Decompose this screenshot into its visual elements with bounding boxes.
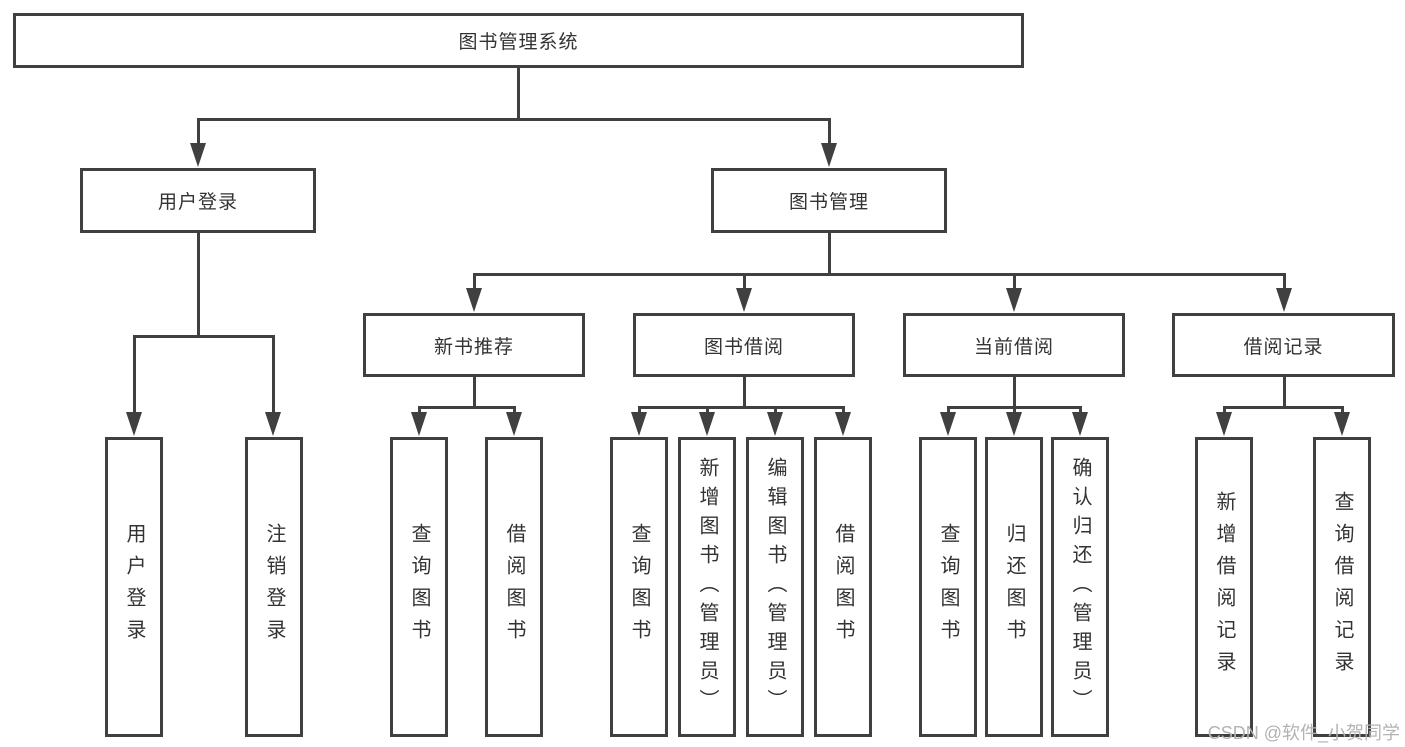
node-book-management: 图书管理 [711, 168, 947, 233]
connector-arrow-book-management [821, 118, 837, 167]
leaf-node-add-borrow-record-label: 新增借阅记录 [1213, 491, 1235, 683]
leaf-node-add-borrow-record: 新增借阅记录 [1195, 437, 1253, 737]
leaf-node-return-book-label: 归还图书 [1003, 523, 1025, 651]
connector-arrow-leaf-query-books-1 [411, 406, 427, 436]
connector-root-rail [197, 118, 831, 121]
csdn-watermark: CSDN @软件_小贺同学 [1207, 723, 1400, 743]
connector-arrow-user-login [190, 118, 206, 167]
leaf-node-edit-book-admin: 编辑图书（管理员） [746, 437, 804, 737]
node-current-borrow: 当前借阅 [903, 313, 1125, 377]
leaf-node-borrow-books-1: 借阅图书 [485, 437, 543, 737]
connector-arrow-leaf-edit-book [767, 406, 783, 436]
connector-arrow-leaf-query-books-2 [631, 406, 647, 436]
node-borrow-records-label: 借阅记录 [1243, 336, 1324, 358]
connector-current-borrow-stem [1012, 375, 1016, 409]
connector-arrow-leaf-query-books-3 [940, 406, 956, 436]
leaf-node-borrow-books-2: 借阅图书 [814, 437, 872, 737]
leaf-node-logout-label: 注销登录 [263, 523, 285, 651]
node-user-login-label: 用户登录 [157, 192, 238, 213]
node-book-borrow-label: 图书借阅 [703, 336, 784, 358]
leaf-node-query-borrow-record: 查询借阅记录 [1313, 437, 1371, 737]
leaf-node-query-books-1-label: 查询图书 [408, 523, 430, 651]
leaf-node-add-book-admin: 新增图书（管理员） [678, 437, 736, 737]
connector-arrow-leaf-add-book [699, 406, 715, 436]
connector-arrow-current-borrow [1006, 273, 1022, 312]
connector-book-borrow-stem [742, 375, 746, 409]
connector-book-management-stem [827, 231, 831, 276]
node-book-borrow: 图书借阅 [633, 313, 855, 377]
leaf-node-edit-book-admin-label: 编辑图书（管理员） [764, 456, 786, 718]
connector-arrow-book-borrow [736, 273, 752, 312]
connector-arrow-leaf-add-borrow-record [1216, 406, 1232, 436]
connector-arrow-leaf-user-login [126, 335, 142, 436]
leaf-node-borrow-books-1-label: 借阅图书 [503, 523, 525, 651]
leaf-node-user-login: 用户登录 [105, 437, 163, 737]
connector-book-management-rail [472, 273, 1286, 276]
leaf-node-query-books-3-label: 查询图书 [937, 523, 959, 651]
connector-user-login-stem [196, 231, 200, 338]
connector-book-borrow-rail [637, 406, 845, 409]
node-root: 图书管理系统 [13, 13, 1024, 68]
connector-new-book-recommend-stem [472, 375, 476, 409]
connector-user-login-rail [132, 335, 275, 338]
leaf-node-query-borrow-record-label: 查询借阅记录 [1331, 491, 1353, 683]
connector-new-book-recommend-rail [417, 406, 516, 409]
connector-arrow-leaf-return-book [1006, 406, 1022, 436]
connector-arrow-leaf-confirm-return [1072, 406, 1088, 436]
connector-arrow-leaf-logout [265, 335, 281, 436]
connector-borrow-records-stem [1282, 375, 1286, 409]
leaf-node-confirm-return-admin: 确认归还（管理员） [1051, 437, 1109, 737]
node-new-book-recommend: 新书推荐 [363, 313, 585, 377]
node-current-borrow-label: 当前借阅 [973, 336, 1054, 358]
connector-arrow-leaf-borrow-books-2 [835, 406, 851, 436]
leaf-node-return-book: 归还图书 [985, 437, 1043, 737]
leaf-node-add-book-admin-label: 新增图书（管理员） [696, 456, 718, 718]
node-root-label: 图书管理系统 [458, 32, 579, 53]
node-borrow-records: 借阅记录 [1172, 313, 1395, 377]
leaf-node-query-books-2-label: 查询图书 [628, 523, 650, 651]
leaf-node-logout: 注销登录 [245, 437, 303, 737]
leaf-node-confirm-return-admin-label: 确认归还（管理员） [1069, 456, 1091, 718]
leaf-node-query-books-1: 查询图书 [390, 437, 448, 737]
connector-arrow-leaf-borrow-books-1 [506, 406, 522, 436]
leaf-node-query-books-3: 查询图书 [919, 437, 977, 737]
connector-arrow-leaf-query-borrow-record [1334, 406, 1350, 436]
connector-arrow-borrow-records [1276, 273, 1292, 312]
connector-root-stem [517, 65, 520, 118]
node-new-book-recommend-label: 新书推荐 [433, 336, 514, 358]
leaf-node-query-books-2: 查询图书 [610, 437, 668, 737]
connector-arrow-new-book-recommend [466, 273, 482, 312]
leaf-node-borrow-books-2-label: 借阅图书 [832, 523, 854, 651]
leaf-node-user-login-label: 用户登录 [123, 523, 145, 651]
node-book-management-label: 图书管理 [788, 192, 869, 213]
node-user-login: 用户登录 [80, 168, 316, 233]
connector-borrow-records-rail [1222, 406, 1344, 409]
